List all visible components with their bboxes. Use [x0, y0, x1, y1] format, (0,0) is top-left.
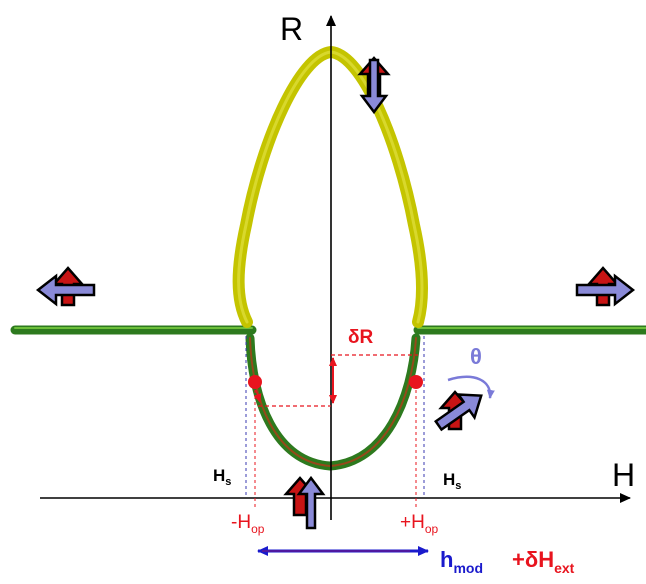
- magnet-icon-tilted: [434, 390, 483, 432]
- theta-arc: [447, 375, 495, 399]
- hs-right-label: Hs: [443, 470, 461, 492]
- magnet-icon-left: [35, 266, 96, 307]
- magnet-icon-right: [575, 266, 636, 307]
- magnet-icon-bottom: [283, 475, 326, 530]
- operating-point-right: [409, 375, 423, 389]
- magnet-icon-top: [357, 56, 391, 115]
- r-axis-label: R: [280, 11, 303, 47]
- operating-point-left: [248, 375, 262, 389]
- hs-left-label: Hs: [213, 466, 231, 488]
- h-axis-label: H: [612, 457, 635, 493]
- minus-hop-label: -Hop: [231, 512, 265, 536]
- plus-hop-label: +Hop: [400, 512, 439, 536]
- delta-r-label: δR: [348, 327, 374, 348]
- op-left-arrow: [253, 389, 262, 403]
- delta-hext-label: +δHext: [512, 547, 575, 576]
- theta-label: θ: [470, 344, 482, 369]
- hmod-label: hmod: [440, 547, 483, 576]
